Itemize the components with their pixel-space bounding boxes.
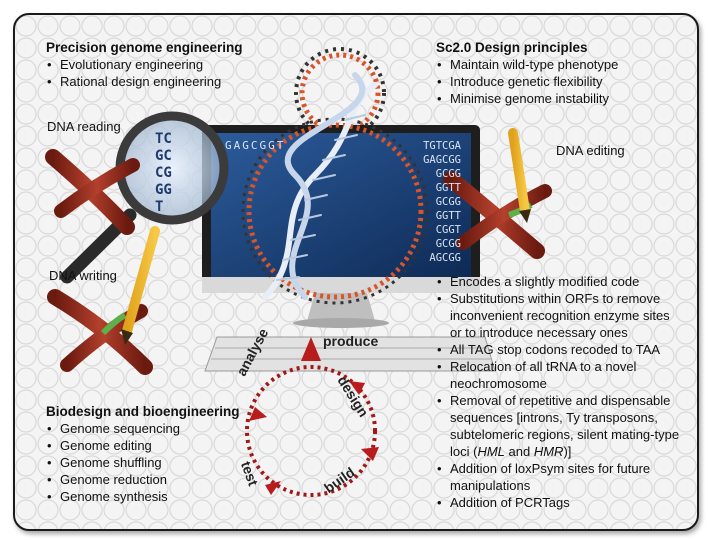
list-item: Relocation of all tRNA to a novel neochr… (436, 358, 684, 392)
plasmid-ring-top (294, 47, 386, 139)
list-item: Evolutionary engineering (46, 56, 243, 73)
hml-text: HML (477, 444, 505, 459)
dna-writing-label: DNA writing (49, 268, 117, 283)
screen-sequence-top: GAGCGGT (225, 139, 286, 152)
precision-engineering-block: Precision genome engineering Evolutionar… (46, 39, 243, 90)
cycle-arrow-icon (361, 447, 379, 461)
biodesign-title: Biodesign and bioengineering (46, 404, 240, 419)
list-item: Substitutions within ORFs to remove inco… (436, 290, 684, 341)
figure-panel: GAGCGGT TGTCGA GAGCGG GCGG GGTT GCGG GGT… (13, 13, 699, 531)
cycle-arrow-icon (349, 381, 365, 395)
list-item: Removal of repetitive and dispensable se… (436, 392, 684, 460)
illustration-layer (45, 47, 552, 497)
sc20-features-block: Encodes a slightly modified code Substit… (436, 273, 684, 511)
cycle-arrow-icon (265, 481, 281, 495)
chromosome-reading-icon (45, 149, 140, 235)
screen-sequence-right: TGTCGA GAGCGG GCGG GGTT GCGG GGTT CGGT G… (423, 140, 461, 264)
list-item: Genome shuffling (46, 454, 240, 471)
and-text: and (504, 444, 534, 459)
list-item: Maintain wild-type phenotype (436, 56, 618, 73)
biodesign-block: Biodesign and bioengineering Genome sequ… (46, 403, 240, 505)
list-item: All TAG stop codons recoded to TAA (436, 341, 684, 358)
cycle-arrow-icon (249, 407, 267, 421)
sc20-design-block: Sc2.0 Design principles Maintain wild-ty… (436, 39, 618, 107)
close-bracket-text: )] (563, 444, 572, 459)
dna-helix-icon (262, 72, 378, 300)
list-item: Genome editing (46, 437, 240, 454)
list-item-text: Removal of repetitive and dispensable se… (450, 393, 680, 459)
magnified-sequence: TC GC CG GG T (155, 131, 172, 215)
dbta-cycle (245, 337, 379, 497)
list-item: Genome synthesis (46, 488, 240, 505)
list-item: Addition of loxPsym sites for future man… (436, 460, 684, 494)
list-item: Rational design engineering (46, 73, 243, 90)
hmr-text: HMR (533, 444, 564, 459)
list-item: Genome reduction (46, 471, 240, 488)
monitor-screen (211, 133, 471, 277)
pencil-editing-icon (508, 128, 531, 223)
list-item: Genome sequencing (46, 420, 240, 437)
sc20-design-title: Sc2.0 Design principles (436, 40, 588, 55)
list-item: Encodes a slightly modified code (436, 273, 684, 290)
list-item: Introduce genetic flexibility (436, 73, 618, 90)
precision-engineering-title: Precision genome engineering (46, 40, 243, 55)
produce-label: produce (323, 333, 379, 349)
list-item: Addition of PCRTags (436, 494, 684, 511)
produce-arrow-icon (301, 337, 321, 361)
dna-editing-label: DNA editing (556, 143, 625, 158)
pencil-writing-icon (121, 226, 160, 345)
list-item: Minimise genome instability (436, 90, 618, 107)
dna-reading-label: DNA reading (47, 119, 121, 134)
